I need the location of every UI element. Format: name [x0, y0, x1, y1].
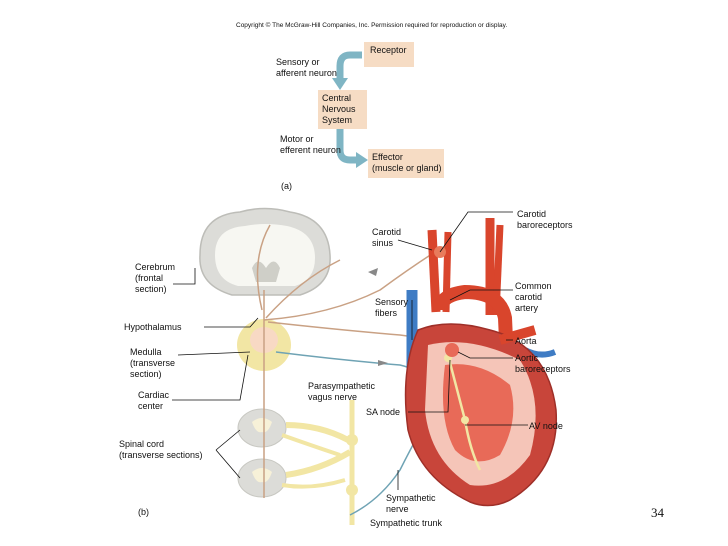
vagus-direction-arrow: [378, 360, 388, 366]
motor-neuron-label: Motor or efferent neuron: [280, 134, 341, 155]
copyright-notice: Copyright © The McGraw-Hill Companies, I…: [236, 22, 508, 29]
cns-box: Central Nervous System: [318, 90, 367, 129]
aorta-vessel: [433, 284, 513, 341]
sympathetic-trunk: [346, 400, 358, 525]
sensory-neuron-label: Sensory or afferent neuron: [276, 57, 337, 78]
hypothalamus-label: Hypothalamus: [124, 322, 182, 332]
sympathetic-nerve-label: Sympathetic nerve: [386, 493, 436, 514]
sa-node-label: SA node: [366, 407, 401, 417]
medulla-label: Medulla (transverse section): [130, 347, 176, 379]
flow-arrow-sensory: [332, 51, 362, 90]
sensory-direction-arrow: [368, 268, 378, 276]
sensory-fibers-label: Sensory fibers: [375, 297, 409, 318]
effector-box: Effector (muscle or gland): [368, 149, 444, 178]
common-carotid-label: Common carotid artery: [515, 281, 552, 313]
aorta-label: Aorta: [515, 336, 537, 346]
receptor-box: Receptor: [364, 42, 414, 67]
spinal-cord-sections: [237, 408, 352, 498]
heart-illustration: [404, 323, 558, 507]
panel-a-tag: (a): [281, 181, 292, 191]
flow-arrow-motor: [336, 126, 368, 168]
spinal-cord-label: Spinal cord (transverse sections): [119, 439, 203, 460]
cerebrum-label: Cerebrum (frontal section): [135, 262, 176, 294]
aortic-baroreceptors-label: Aortic baroreceptors: [515, 353, 571, 374]
sympathetic-trunk-label: Sympathetic trunk: [370, 518, 443, 528]
av-node-label: AV node: [529, 421, 563, 431]
carotid-sinus-label: Carotid sinus: [372, 227, 402, 248]
page-number: 34: [651, 505, 664, 520]
leader-lines: [172, 211, 528, 490]
carotid-baroreceptors-label: Carotid baroreceptors: [517, 209, 573, 230]
panel-b-tag: (b): [138, 507, 149, 517]
cardiac-center-label: Cardiac center: [138, 390, 170, 411]
cerebrum-illustration: [199, 207, 331, 296]
parasympathetic-label: Parasympathetic vagus nerve: [308, 381, 376, 402]
